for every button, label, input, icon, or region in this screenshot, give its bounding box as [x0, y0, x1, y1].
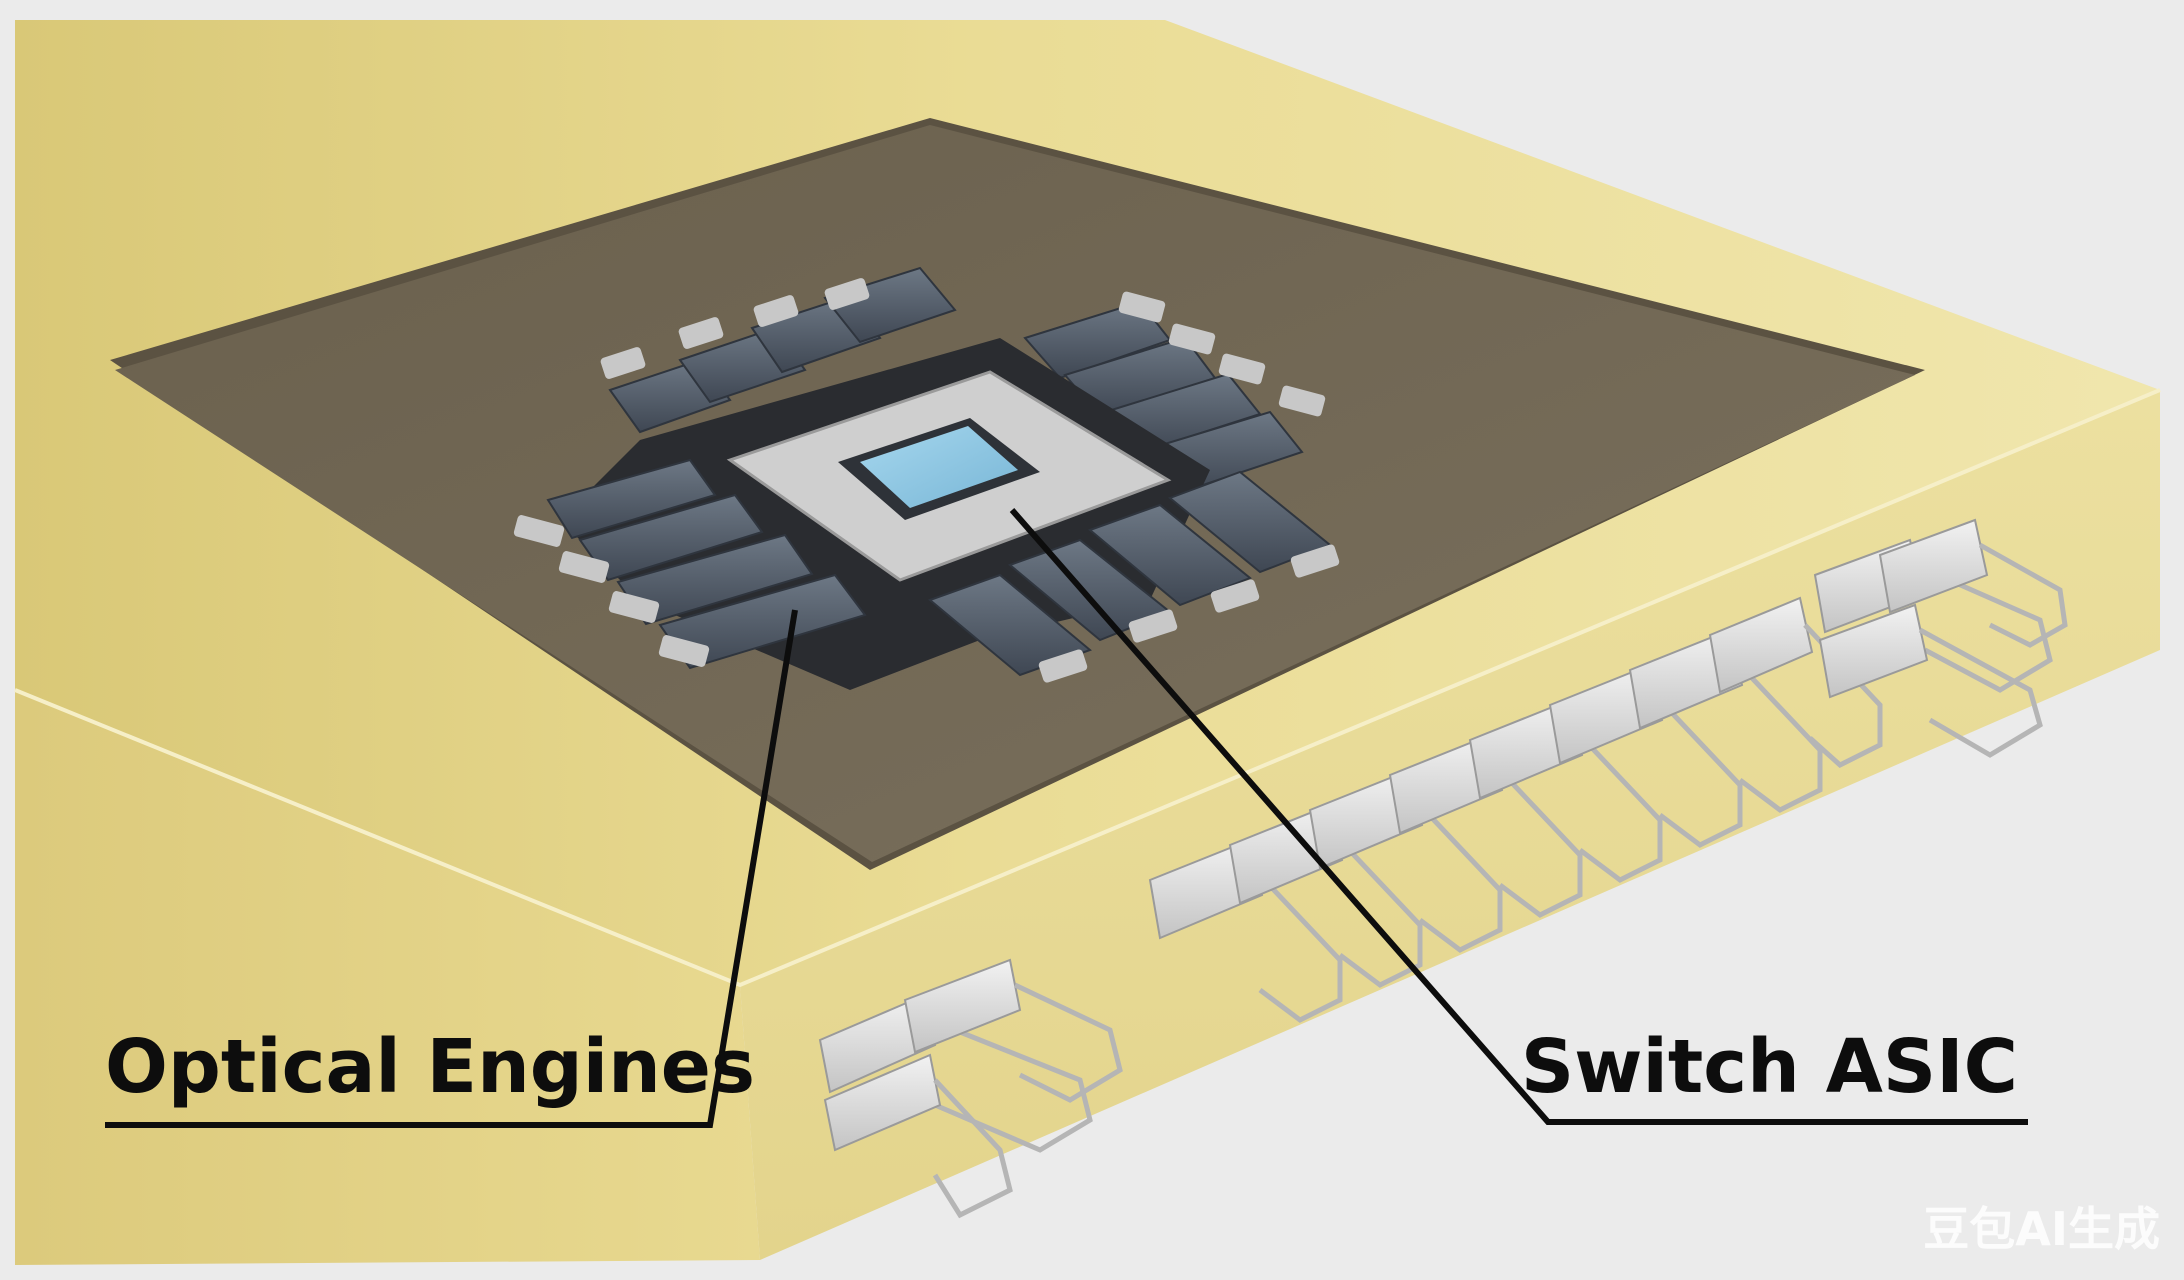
engines-bottom-right	[928, 470, 1340, 683]
fiber-connector-icon	[823, 1053, 1013, 1219]
watermark: 豆包AI生成	[1923, 1202, 2160, 1256]
optical-engine-icon	[513, 458, 717, 547]
optical-engine-icon	[608, 533, 814, 626]
optical-engines-label: Optical Engines	[105, 1024, 755, 1110]
optical-engine-icon	[1008, 538, 1178, 643]
optical-engine-icon	[658, 573, 867, 670]
switch-asic-callout: Switch ASIC	[1009, 508, 2028, 1125]
asic-die	[860, 426, 1018, 508]
frame-edge	[14, 388, 2161, 988]
switch-asic-label: Switch ASIC	[1521, 1024, 2018, 1110]
optical-engine-icon	[1168, 470, 1340, 578]
fiber-connector-icon	[903, 958, 1123, 1103]
connectors-middle-group	[1148, 596, 1883, 1023]
optical-engines-leader-line	[105, 609, 798, 1128]
frame-front-face	[740, 390, 2160, 1260]
optical-engine-icon	[558, 493, 764, 583]
fiber-connector-icon	[1818, 603, 2043, 758]
frame-left-face	[15, 690, 760, 1265]
optical-engine-icon	[1088, 503, 1260, 613]
switch-asic-leader-line	[1009, 508, 2028, 1125]
connectors-right-group	[1813, 518, 2068, 758]
optical-engines-callout: Optical Engines	[105, 609, 798, 1128]
switch-asic	[726, 370, 1172, 582]
engines-top-left	[600, 266, 957, 434]
optical-engine-icon	[823, 266, 957, 344]
fiber-connector-icon	[1878, 518, 2068, 648]
optical-engine-icon	[928, 573, 1092, 683]
engines-bottom-left	[513, 458, 867, 670]
connectors-left-group	[818, 958, 1123, 1219]
